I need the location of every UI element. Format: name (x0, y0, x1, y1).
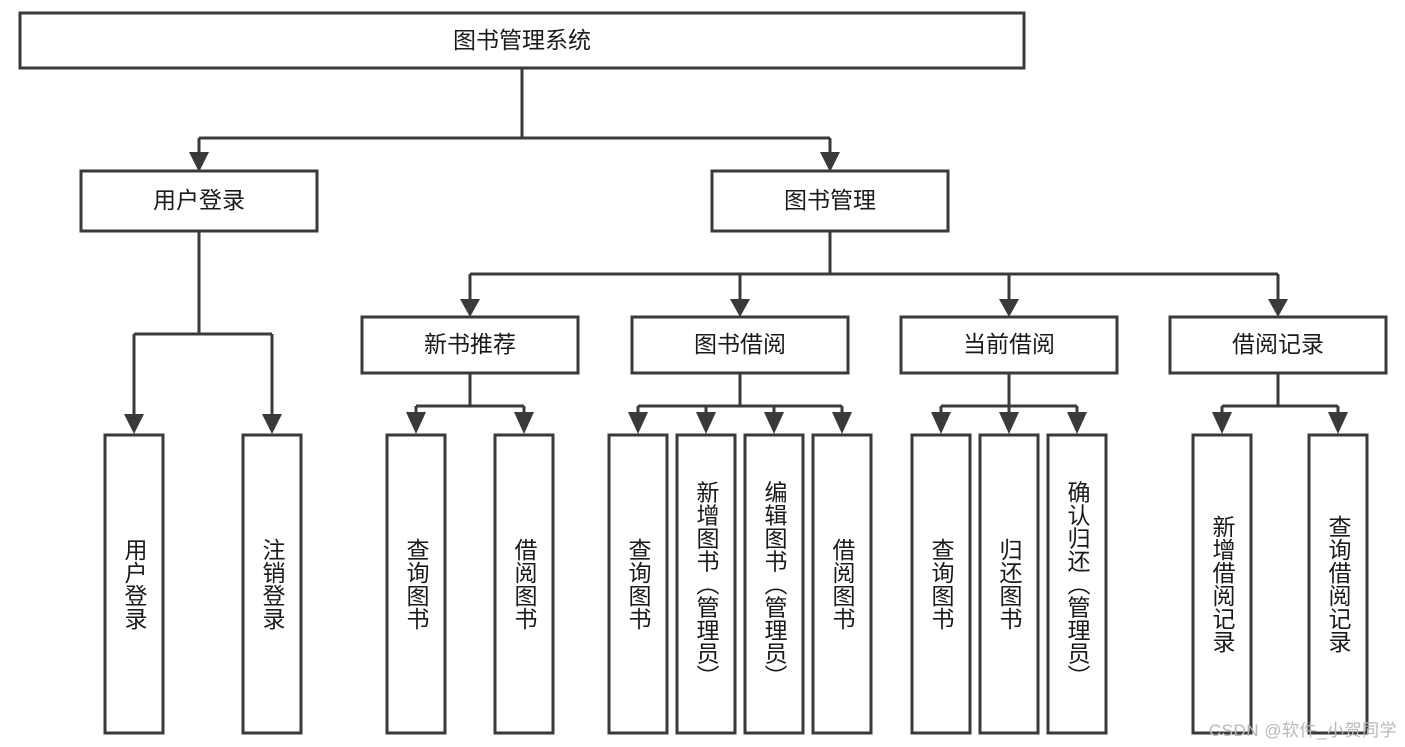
node-leaf-user-login[interactable]: 用户登录 (103, 433, 165, 735)
node-borrow-record[interactable]: 借阅记录 (1168, 315, 1388, 375)
node-leaf-add-borrow-record-box[interactable] (1191, 433, 1253, 735)
node-leaf-query-book-2[interactable]: 查询图书 (607, 433, 669, 735)
node-book-borrow-label: 图书借阅 (694, 331, 786, 357)
node-user-login-label: 用户登录 (153, 187, 245, 213)
arrow-head-book-management (820, 152, 840, 172)
arrow-head-borrow-record (1268, 299, 1288, 317)
arrow-head-leaf-query-book-3 (931, 412, 951, 434)
arrow-head-leaf-borrow-book-2 (832, 412, 852, 434)
node-leaf-query-borrow-record-box[interactable] (1307, 433, 1369, 735)
node-leaf-borrow-book-1-box[interactable] (493, 433, 555, 735)
arrow-head-user-login (189, 152, 209, 172)
arrow-head-leaf-add-book-admin (696, 412, 716, 434)
node-book-management-box[interactable] (710, 169, 950, 233)
arrow-head-leaf-query-book-2 (628, 412, 648, 434)
node-leaf-query-book-2-label: 查询图书 (625, 538, 652, 630)
node-new-book-recommend[interactable]: 新书推荐 (360, 315, 580, 375)
node-leaf-add-book-admin-box[interactable] (675, 433, 737, 735)
node-leaf-confirm-return-admin-label: 确认归还（管理员） (1064, 481, 1091, 688)
arrow-head-leaf-confirm-return-admin (1067, 412, 1087, 434)
node-leaf-user-login-label: 用户登录 (121, 538, 148, 630)
arrow-head-leaf-logout-login (262, 414, 282, 434)
node-borrow-record-label: 借阅记录 (1232, 331, 1324, 357)
node-leaf-return-book[interactable]: 归还图书 (978, 433, 1040, 735)
node-leaf-logout-login[interactable]: 注销登录 (241, 433, 303, 735)
node-leaf-query-book-1-label: 查询图书 (403, 538, 430, 630)
connector-layer (124, 68, 1348, 434)
node-new-book-recommend-label: 新书推荐 (424, 331, 516, 357)
node-new-book-recommend-box[interactable] (360, 315, 580, 375)
arrow-head-leaf-return-book (999, 412, 1019, 434)
node-leaf-edit-book-admin-label: 编辑图书（管理员） (761, 481, 788, 688)
node-current-borrow-label: 当前借阅 (963, 331, 1055, 357)
node-leaf-logout-login-box[interactable] (241, 433, 303, 735)
node-book-borrow-box[interactable] (630, 315, 850, 375)
node-current-borrow-box[interactable] (899, 315, 1119, 375)
node-user-login-box[interactable] (79, 169, 319, 233)
node-leaf-borrow-book-1-label: 借阅图书 (511, 538, 538, 630)
node-leaf-add-borrow-record-label: 新增借阅记录 (1209, 515, 1236, 653)
node-leaf-query-book-1[interactable]: 查询图书 (385, 433, 447, 735)
node-leaf-query-book-3-box[interactable] (910, 433, 972, 735)
node-root-box[interactable] (18, 11, 1026, 70)
node-leaf-edit-book-admin[interactable]: 编辑图书（管理员） (743, 433, 805, 735)
node-user-login[interactable]: 用户登录 (79, 169, 319, 233)
arrow-head-leaf-query-book-1 (406, 412, 426, 434)
node-leaf-return-book-label: 归还图书 (996, 538, 1023, 630)
node-leaf-user-login-box[interactable] (103, 433, 165, 735)
arrow-head-leaf-add-borrow-record (1212, 412, 1232, 434)
arrow-head-leaf-query-borrow-record (1328, 412, 1348, 434)
node-borrow-record-box[interactable] (1168, 315, 1388, 375)
node-current-borrow[interactable]: 当前借阅 (899, 315, 1119, 375)
arrow-head-leaf-borrow-book-1 (514, 412, 534, 434)
node-leaf-borrow-book-2[interactable]: 借阅图书 (811, 433, 873, 735)
node-leaf-add-borrow-record[interactable]: 新增借阅记录 (1191, 433, 1253, 735)
node-leaf-confirm-return-admin[interactable]: 确认归还（管理员） (1046, 433, 1108, 735)
node-leaf-logout-login-label: 注销登录 (259, 538, 286, 630)
node-book-management[interactable]: 图书管理 (710, 169, 950, 233)
node-leaf-edit-book-admin-box[interactable] (743, 433, 805, 735)
node-leaf-query-book-1-box[interactable] (385, 433, 447, 735)
node-leaf-query-book-3[interactable]: 查询图书 (910, 433, 972, 735)
arrow-head-new-book-recommend (460, 299, 480, 317)
node-leaf-confirm-return-admin-box[interactable] (1046, 433, 1108, 735)
arrow-head-book-borrow (730, 299, 750, 317)
node-leaf-query-borrow-record[interactable]: 查询借阅记录 (1307, 433, 1369, 735)
node-leaf-borrow-book-2-box[interactable] (811, 433, 873, 735)
node-root[interactable]: 图书管理系统 (18, 11, 1026, 70)
arrow-head-leaf-edit-book-admin (764, 412, 784, 434)
node-leaf-borrow-book-2-label: 借阅图书 (829, 538, 856, 630)
node-book-borrow[interactable]: 图书借阅 (630, 315, 850, 375)
node-leaf-query-book-2-box[interactable] (607, 433, 669, 735)
node-leaf-add-book-admin-label: 新增图书（管理员） (693, 481, 720, 688)
arrow-head-current-borrow (999, 299, 1019, 317)
node-leaf-add-book-admin[interactable]: 新增图书（管理员） (675, 433, 737, 735)
node-book-management-label: 图书管理 (784, 187, 876, 213)
node-root-label: 图书管理系统 (453, 27, 591, 53)
arrow-head-leaf-user-login (124, 414, 144, 434)
node-leaf-query-book-3-label: 查询图书 (928, 538, 955, 630)
node-leaf-return-book-box[interactable] (978, 433, 1040, 735)
node-leaf-borrow-book-1[interactable]: 借阅图书 (493, 433, 555, 735)
node-leaf-query-borrow-record-label: 查询借阅记录 (1325, 515, 1352, 653)
